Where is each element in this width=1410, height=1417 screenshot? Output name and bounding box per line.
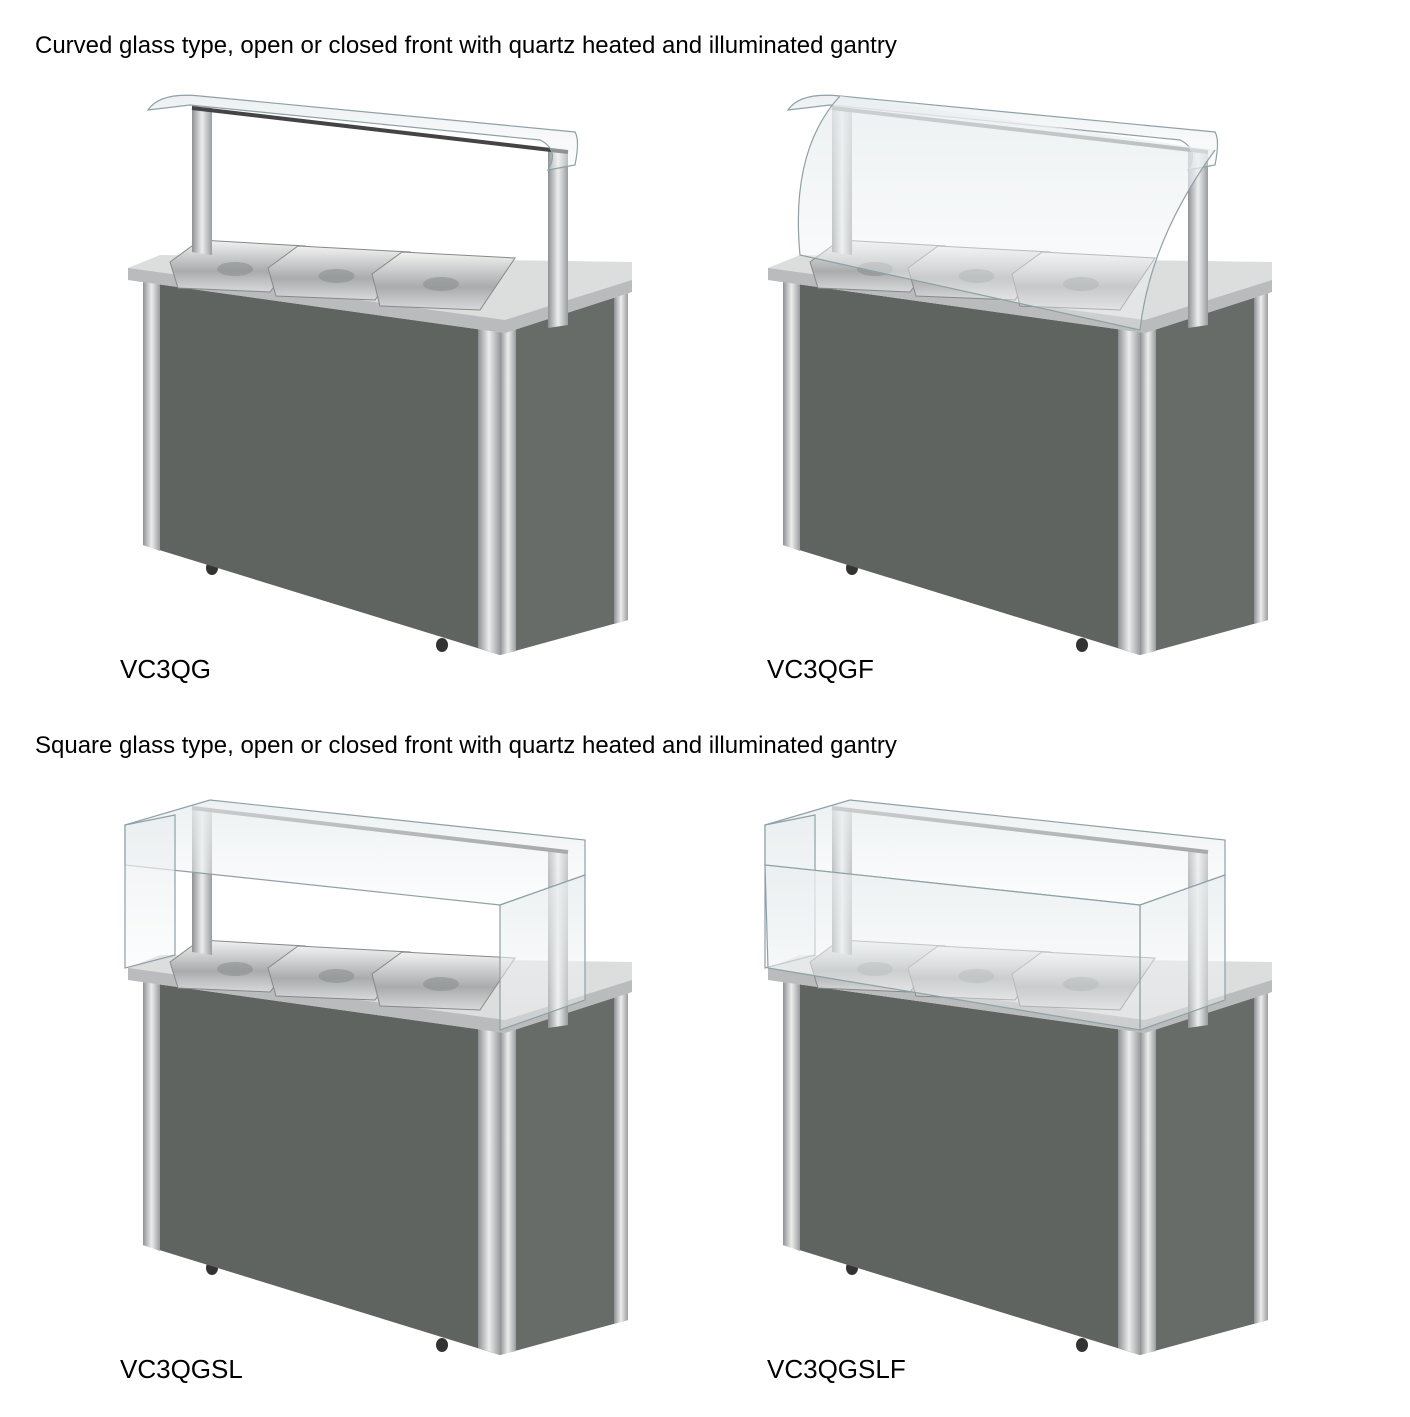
side-glass — [124, 814, 176, 969]
corner-trim — [143, 282, 160, 551]
section-heading: Square glass type, open or closed front … — [35, 732, 897, 759]
corner-trim — [1140, 1027, 1156, 1355]
side-panel — [1140, 292, 1268, 655]
gantry-post — [548, 150, 568, 328]
section-heading: Curved glass type, open or closed front … — [35, 32, 897, 59]
castor-wheel — [436, 638, 448, 652]
corner-trim — [1254, 292, 1268, 624]
product-model-label: VC3QGF — [767, 654, 874, 684]
front-panel — [143, 982, 500, 1355]
gantry-post — [1188, 150, 1208, 328]
front-panel — [783, 982, 1140, 1355]
corner-trim — [783, 282, 800, 551]
castor-wheel — [1076, 638, 1088, 652]
side-panel — [1140, 992, 1268, 1355]
product-model-label: VC3QG — [120, 654, 212, 684]
front-panel — [143, 282, 500, 655]
corner-trim — [500, 327, 516, 655]
side-panel — [500, 292, 628, 655]
side-panel — [500, 992, 628, 1355]
corner-trim — [1118, 1029, 1140, 1355]
corner-trim — [478, 329, 500, 655]
sneeze-guard-glass — [146, 94, 579, 171]
castor-wheel — [1076, 1338, 1088, 1352]
corner-trim — [614, 292, 628, 624]
corner-trim — [1140, 327, 1156, 655]
front-glass — [764, 864, 1141, 1031]
pan-well — [423, 977, 459, 991]
pan-well — [217, 962, 253, 976]
corner-trim — [614, 992, 628, 1324]
pan-well — [318, 269, 355, 283]
product-image-vc3qgslf — [764, 799, 1272, 1355]
corner-trim — [143, 982, 160, 1251]
product-image-vc3qgf — [768, 94, 1272, 655]
product-model-label: VC3QGSLF — [767, 1354, 906, 1384]
pan-well — [217, 262, 253, 276]
product-model-label: VC3QGSL — [120, 1354, 243, 1384]
front-glass — [797, 95, 1216, 331]
castor-wheel — [436, 1338, 448, 1352]
gantry-bar — [191, 106, 569, 154]
pan-well — [318, 969, 355, 983]
pan-well — [423, 277, 459, 291]
front-panel — [783, 282, 1140, 655]
corner-trim — [1118, 329, 1140, 655]
side-glass — [499, 874, 586, 1031]
corner-trim — [1254, 992, 1268, 1324]
gantry-post — [192, 105, 212, 255]
product-image-vc3qg — [128, 94, 632, 655]
corner-trim — [500, 1027, 516, 1355]
product-image-vc3qgsl — [124, 799, 632, 1355]
corner-trim — [478, 1029, 500, 1355]
corner-trim — [783, 982, 800, 1251]
